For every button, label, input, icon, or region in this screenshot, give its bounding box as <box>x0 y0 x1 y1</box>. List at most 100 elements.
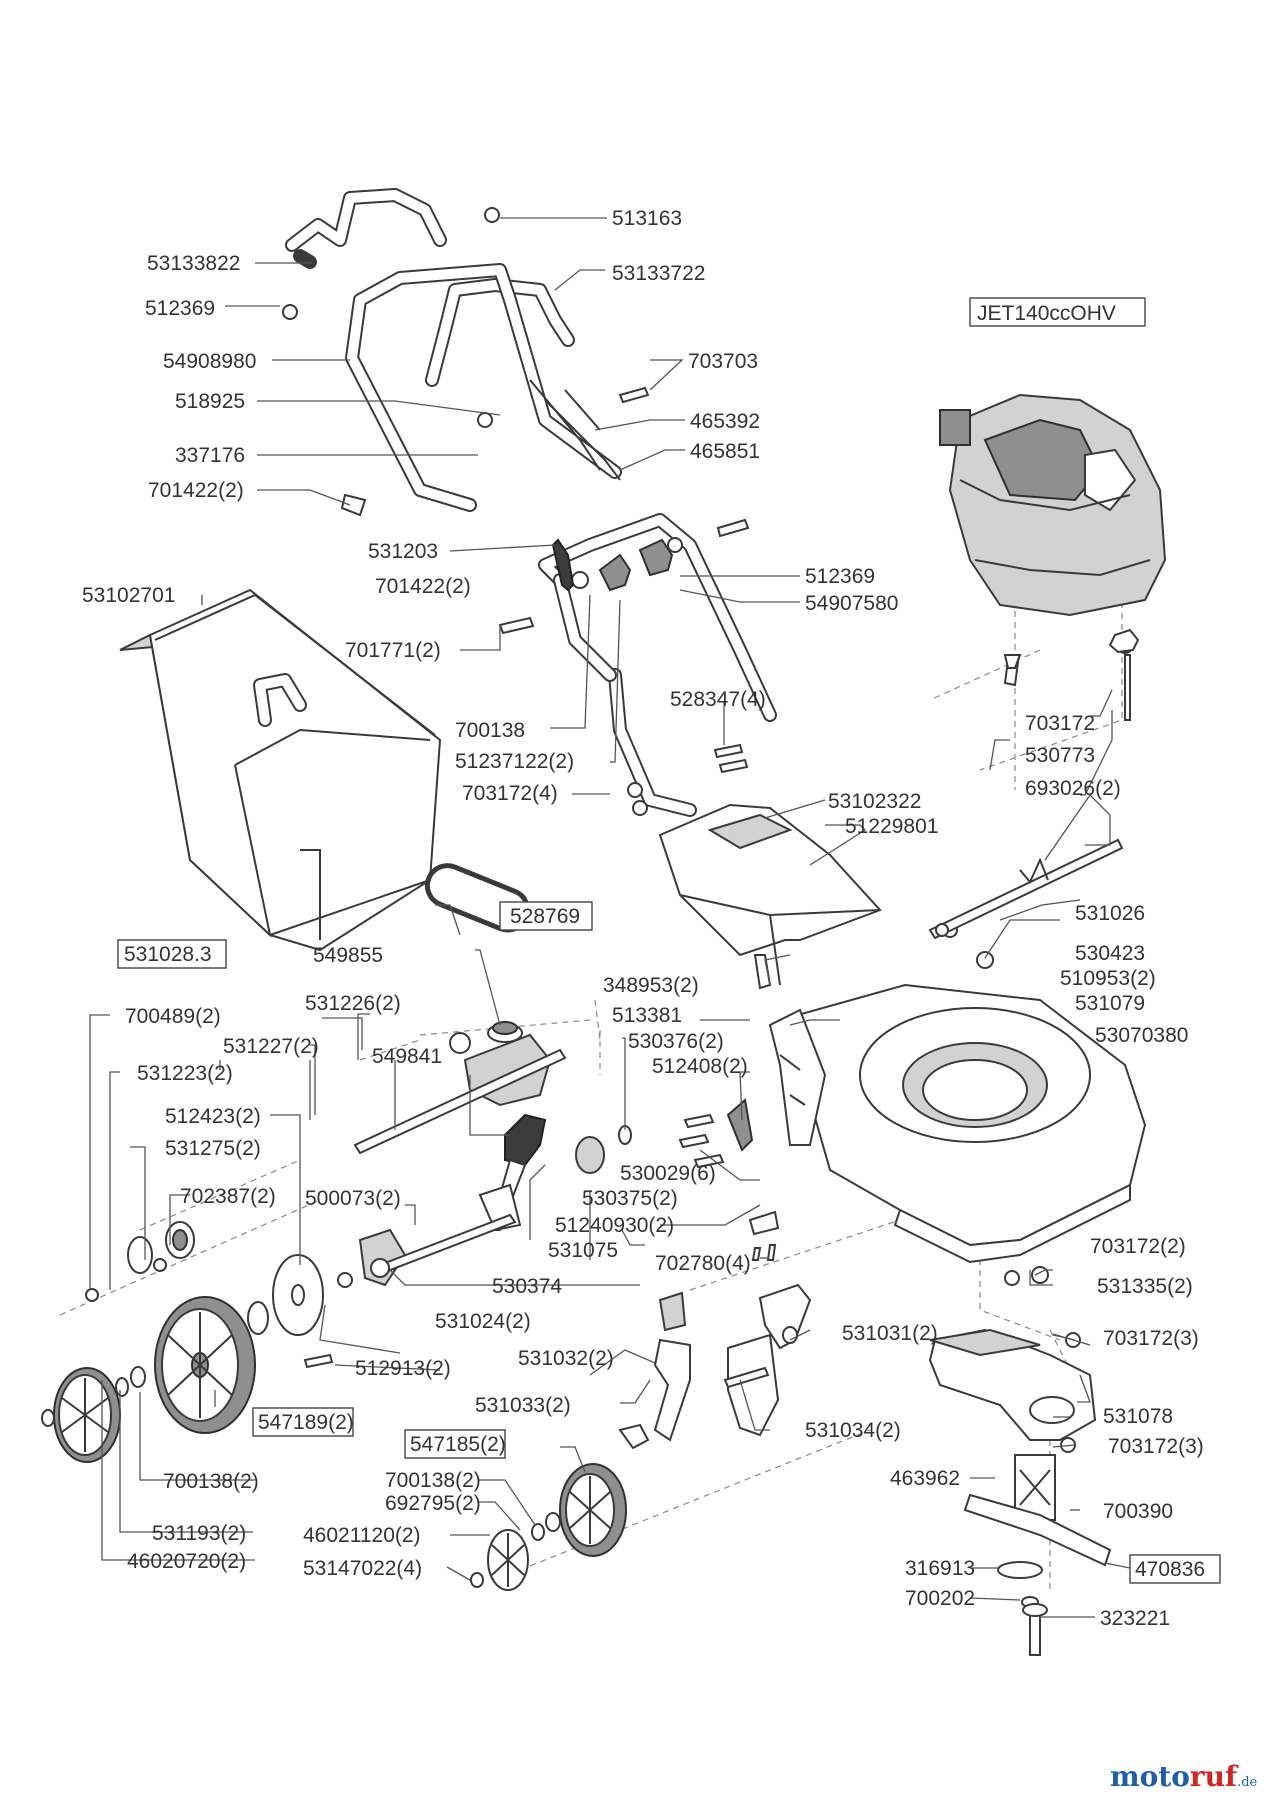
part-label-703172-3b: 703172(3) <box>1108 1435 1204 1458</box>
part-label-518925: 518925 <box>175 390 245 413</box>
part-label-348953-2: 348953(2) <box>603 974 699 997</box>
part-label-531034-2: 531034(2) <box>805 1419 901 1442</box>
handle-bail-lower <box>425 278 575 387</box>
cables <box>529 379 621 481</box>
part-label-702780-4: 702780(4) <box>655 1252 751 1275</box>
part-label-510953-2: 510953(2) <box>1060 967 1156 990</box>
part-label-531031-2: 531031(2) <box>842 1322 938 1345</box>
rear-axle-shaft <box>928 838 1124 940</box>
part-label-530423: 530423 <box>1075 942 1145 965</box>
part-label-51237122-2: 51237122(2) <box>455 750 574 773</box>
handle-lower-frame <box>538 513 777 817</box>
engine-model-label: JET140ccOHV <box>977 302 1116 325</box>
logo-part-de: .de <box>1237 1775 1258 1790</box>
part-label-531028-3: 531028.3 <box>124 943 212 966</box>
part-label-528769: 528769 <box>510 905 580 928</box>
part-label-53102701: 53102701 <box>82 584 175 607</box>
part-label-316913: 316913 <box>905 1557 975 1580</box>
part-label-465392: 465392 <box>690 410 760 433</box>
part-label-530029-6: 530029(6) <box>620 1162 716 1185</box>
part-label-701771-2: 701771(2) <box>345 639 441 662</box>
part-label-549841: 549841 <box>372 1045 442 1068</box>
part-label-53102322: 53102322 <box>828 790 921 813</box>
rear-wheel <box>154 1296 269 1434</box>
part-label-531078: 531078 <box>1103 1405 1173 1428</box>
part-label-692795-2: 692795(2) <box>385 1492 481 1515</box>
part-label-703172-3a: 703172(3) <box>1103 1327 1199 1350</box>
part-label-531033-2: 531033(2) <box>475 1394 571 1417</box>
part-label-530375-2: 530375(2) <box>582 1187 678 1210</box>
handle-bail-upper <box>285 188 447 269</box>
knobs <box>551 537 683 592</box>
part-label-530374: 530374 <box>492 1275 562 1298</box>
part-label-53133822: 53133822 <box>147 252 240 275</box>
part-label-701422-2a: 701422(2) <box>148 479 244 502</box>
part-label-512408-2: 512408(2) <box>652 1055 748 1078</box>
part-label-547189-2: 547189(2) <box>258 1411 354 1434</box>
part-label-531275-2: 531275(2) <box>165 1137 261 1160</box>
small-fasteners <box>282 207 1134 1453</box>
part-label-51240930-2: 51240930(2) <box>555 1214 674 1237</box>
front-wheel-parts <box>618 1283 812 1450</box>
engine-bolts <box>1003 628 1140 721</box>
part-label-702387-2: 702387(2) <box>180 1185 276 1208</box>
part-label-701422-2b: 701422(2) <box>375 575 471 598</box>
part-label-54907580: 54907580 <box>805 592 898 615</box>
part-label-465851: 465851 <box>690 440 760 463</box>
leader-lines <box>89 217 1131 1618</box>
part-label-530773: 530773 <box>1025 744 1095 767</box>
part-label-512369-b: 512369 <box>805 565 875 588</box>
mower-deck <box>768 983 1147 1264</box>
part-label-500073-2: 500073(2) <box>305 1187 401 1210</box>
part-label-549855: 549855 <box>313 944 383 967</box>
part-label-470836: 470836 <box>1135 1558 1205 1581</box>
part-label-46021120-2: 46021120(2) <box>303 1524 421 1547</box>
part-label-513163: 513163 <box>612 207 682 230</box>
part-label-53070380: 53070380 <box>1095 1024 1188 1047</box>
rear-hubcap <box>41 1366 146 1463</box>
part-label-531203: 531203 <box>368 540 438 563</box>
engine <box>939 393 1167 617</box>
part-label-700202: 700202 <box>905 1587 975 1610</box>
part-number-labels: 513163 53133822 53133722 512369 JET140cc… <box>82 207 1205 1630</box>
rear-axle <box>337 1213 517 1288</box>
logo-part-moto: moto <box>1110 1760 1190 1793</box>
part-label-531075: 531075 <box>548 1239 618 1262</box>
front-wheel <box>531 1463 627 1557</box>
part-label-531032-2: 531032(2) <box>518 1347 614 1370</box>
part-label-700138: 700138 <box>455 719 525 742</box>
part-label-703172-4: 703172(4) <box>462 782 558 805</box>
part-label-531227-2: 531227(2) <box>223 1035 319 1058</box>
part-label-513381: 513381 <box>612 1004 682 1027</box>
part-label-700138-2a: 700138(2) <box>163 1470 259 1493</box>
part-label-512913-2: 512913(2) <box>355 1357 451 1380</box>
part-label-323221: 323221 <box>1100 1607 1170 1630</box>
part-label-700390: 700390 <box>1103 1500 1173 1523</box>
part-label-531024-2: 531024(2) <box>435 1310 531 1333</box>
part-label-46020720-2: 46020720(2) <box>127 1550 246 1573</box>
part-label-703172-engine: 703172 <box>1025 712 1095 735</box>
drive-pedal <box>478 1113 547 1232</box>
part-label-512423-2: 512423(2) <box>165 1105 261 1128</box>
wheel-adjust-bracket <box>575 1098 780 1261</box>
part-label-547185-2: 547185(2) <box>410 1433 506 1456</box>
rear-wheel-gear <box>85 1221 195 1302</box>
part-label-693026-2: 693026(2) <box>1025 777 1121 800</box>
part-label-700138-2b: 700138(2) <box>385 1469 481 1492</box>
part-label-531026: 531026 <box>1075 902 1145 925</box>
handle-upper-frame <box>345 263 622 512</box>
part-label-531223-2: 531223(2) <box>137 1062 233 1085</box>
part-label-528347-4: 528347(4) <box>670 688 766 711</box>
motoruf-logo: motoruf.de <box>1110 1760 1257 1793</box>
part-label-703172-2: 703172(2) <box>1090 1235 1186 1258</box>
part-label-463962: 463962 <box>890 1467 960 1490</box>
part-label-54908980: 54908980 <box>163 350 256 373</box>
label-frames <box>117 297 1221 1584</box>
blade-assembly <box>928 1328 1112 1656</box>
logo-part-ruf: ruf <box>1189 1760 1238 1793</box>
rear-flap <box>658 803 882 990</box>
part-label-337176: 337176 <box>175 444 245 467</box>
part-label-53133722: 53133722 <box>612 262 705 285</box>
part-label-700489-2: 700489(2) <box>125 1005 221 1028</box>
